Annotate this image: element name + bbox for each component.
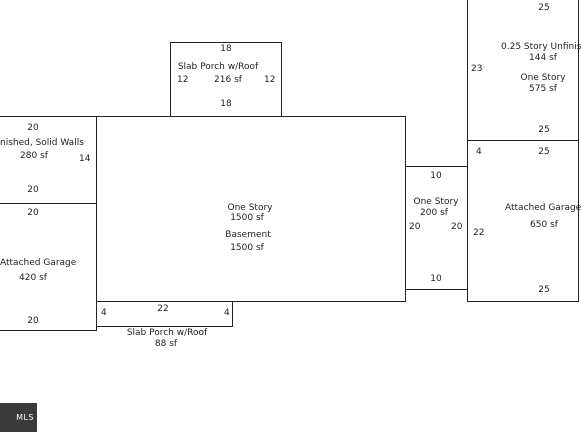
connector-name: One Story bbox=[413, 197, 459, 207]
porch-bottom-dim-right: 4 bbox=[224, 308, 230, 318]
left-unfinished-dim-top: 20 bbox=[27, 123, 39, 133]
mls-logo: MLS bbox=[0, 403, 37, 432]
slab-porch-top bbox=[170, 42, 282, 117]
left-unfinished-name: nished, Solid Walls bbox=[0, 138, 84, 148]
right-upper-name-2: One Story bbox=[520, 73, 566, 83]
right-upper-dim-bottom: 25 bbox=[538, 125, 550, 135]
left-unfinished-dim-bottom: 20 bbox=[27, 185, 39, 195]
main-name-2: Basement bbox=[225, 230, 271, 240]
connector-dim-bottom: 10 bbox=[430, 274, 442, 284]
left-unfinished-dim-right: 14 bbox=[79, 154, 91, 164]
connector-dim-right: 20 bbox=[451, 222, 463, 232]
main-name-1: One Story bbox=[227, 203, 273, 213]
right-upper-room bbox=[467, 0, 579, 141]
mls-logo-text: MLS bbox=[16, 413, 34, 422]
right-garage-room bbox=[467, 140, 579, 302]
right-upper-dim-left: 23 bbox=[471, 64, 483, 74]
porch-top-area: 216 sf bbox=[214, 75, 242, 85]
right-upper-area-2: 575 sf bbox=[529, 84, 557, 94]
main-area-1: 1500 sf bbox=[230, 213, 264, 223]
right-garage-dim-top: 25 bbox=[538, 147, 550, 157]
porch-bottom-dim-top: 22 bbox=[157, 304, 169, 314]
porch-top-dim-top: 18 bbox=[220, 44, 232, 54]
left-unfinished-area: 280 sf bbox=[20, 151, 48, 161]
porch-top-dim-left: 12 bbox=[177, 75, 189, 85]
porch-top-name: Slab Porch w/Roof bbox=[177, 62, 259, 72]
main-one-story-room bbox=[96, 116, 406, 302]
right-garage-name: Attached Garage bbox=[505, 203, 581, 213]
connector-area: 200 sf bbox=[420, 208, 448, 218]
connector-dim-top: 10 bbox=[430, 171, 442, 181]
porch-bottom-area: 88 sf bbox=[154, 339, 178, 349]
porch-top-dim-right: 12 bbox=[264, 75, 276, 85]
right-upper-area-1: 144 sf bbox=[529, 53, 557, 63]
main-area-2: 1500 sf bbox=[230, 243, 264, 253]
left-garage-dim-top: 20 bbox=[27, 208, 39, 218]
porch-bottom-dim-left: 4 bbox=[101, 308, 107, 318]
right-garage-dim-left: 22 bbox=[473, 228, 485, 238]
right-garage-area: 650 sf bbox=[530, 220, 558, 230]
left-garage-area: 420 sf bbox=[19, 273, 47, 283]
right-garage-dim-bottom: 25 bbox=[538, 285, 550, 295]
left-garage-name: Attached Garage bbox=[0, 258, 77, 268]
porch-bottom-name: Slab Porch w/Roof bbox=[126, 328, 208, 338]
left-unfinished-room bbox=[0, 116, 97, 204]
slab-porch-bottom bbox=[96, 301, 233, 327]
connector-dim-left: 20 bbox=[409, 222, 421, 232]
right-garage-dim-topleft: 4 bbox=[476, 147, 482, 157]
porch-top-dim-bottom: 18 bbox=[220, 99, 232, 109]
left-garage-room bbox=[0, 203, 97, 331]
right-upper-dim-top: 25 bbox=[538, 3, 550, 13]
left-garage-dim-bottom: 20 bbox=[27, 316, 39, 326]
right-upper-name-1: 0.25 Story Unfinis bbox=[501, 42, 581, 52]
